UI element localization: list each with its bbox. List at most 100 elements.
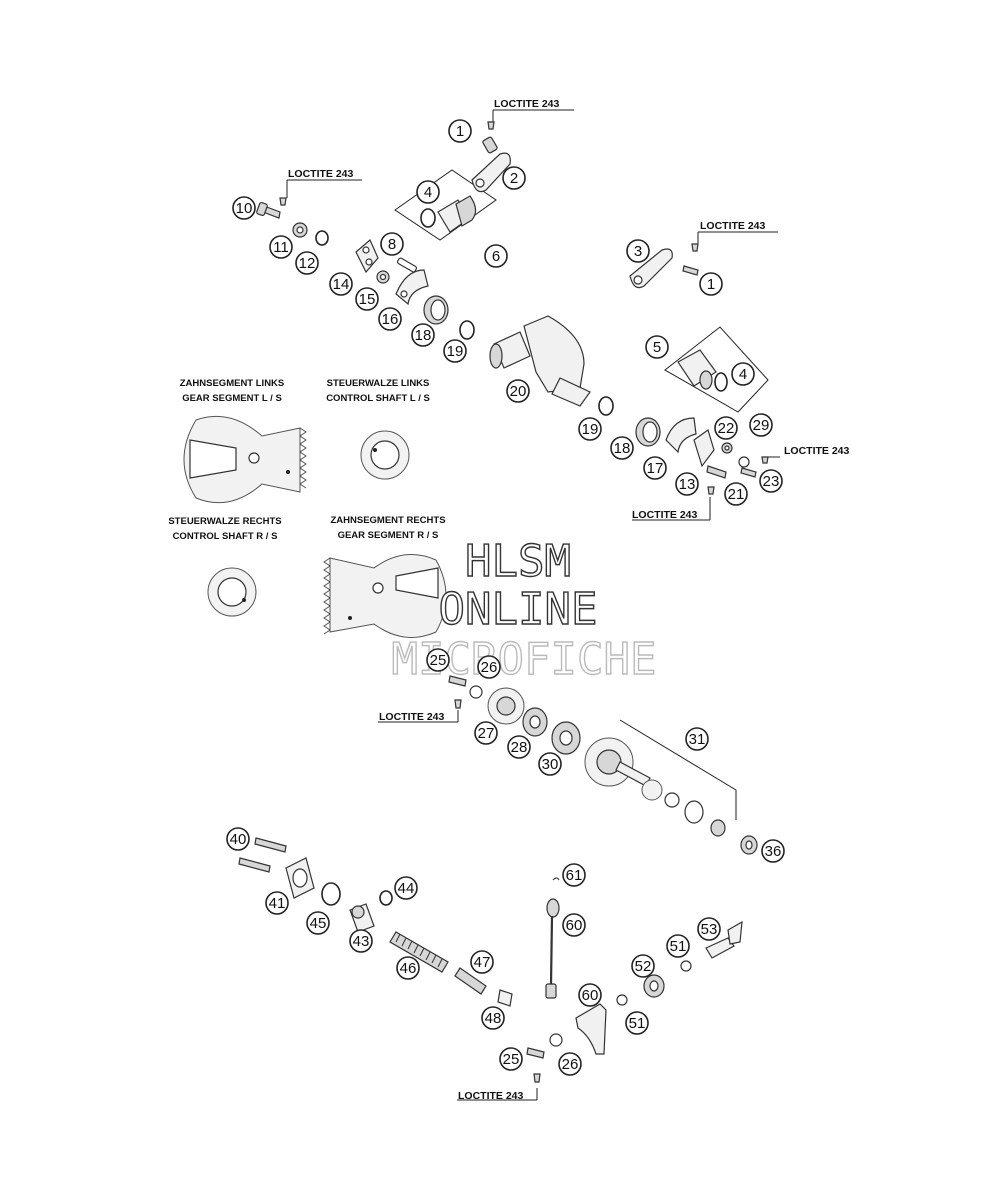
callout-60: 60: [578, 983, 602, 1007]
callout-label: 48: [485, 1010, 502, 1027]
callout-19: 19: [443, 339, 467, 363]
callout-label: 52: [635, 958, 652, 975]
callout-label: 36: [765, 843, 782, 860]
callout-51: 51: [666, 934, 690, 958]
callout-label: 1: [707, 276, 715, 293]
callout-label: 17: [647, 460, 664, 477]
callout-circle: [643, 456, 667, 480]
loctite-note-4: LOCTITE 243: [784, 445, 850, 457]
callout-label: 46: [400, 960, 417, 977]
callout-47: 47: [470, 950, 494, 974]
callout-circle: [685, 727, 709, 751]
callout-18: 18: [411, 323, 435, 347]
callout-15: 15: [355, 287, 379, 311]
callout-1: 1: [699, 272, 723, 296]
callout-circle: [562, 863, 586, 887]
callout-label: 2: [510, 170, 518, 187]
callout-circle: [538, 752, 562, 776]
callout-label: 5: [653, 339, 661, 356]
callout-label: 4: [739, 366, 747, 383]
callout-29: 29: [749, 413, 773, 437]
caption-control-shaft-left-en: CONTROL SHAFT L / S: [326, 393, 430, 404]
callout-circle: [610, 436, 634, 460]
callout-label: 30: [542, 756, 559, 773]
callout-label: 16: [382, 311, 399, 328]
lower-parts: [238, 837, 743, 1083]
callout-20: 20: [506, 379, 530, 403]
callout-label: 19: [582, 421, 599, 438]
callout-circle: [448, 119, 472, 143]
loctite-note-2: LOCTITE 243: [288, 168, 354, 180]
loctite-note-5: LOCTITE 243: [632, 509, 698, 521]
watermark-line-1: HLSM: [465, 536, 571, 587]
callout-26: 26: [477, 655, 501, 679]
callout-26: 26: [558, 1052, 582, 1076]
callout-61: 61: [562, 863, 586, 887]
callout-12: 12: [295, 251, 319, 275]
callout-1: 1: [448, 119, 472, 143]
callout-5: 5: [645, 335, 669, 359]
callout-circle: [396, 956, 420, 980]
callout-circle: [477, 655, 501, 679]
callout-circle: [578, 417, 602, 441]
callout-label: 11: [273, 239, 289, 256]
callout-label: 3: [634, 243, 642, 260]
callout-circle: [355, 287, 379, 311]
callout-circle: [578, 983, 602, 1007]
callout-label: 60: [582, 987, 599, 1004]
callout-circle: [411, 323, 435, 347]
callout-circle: [426, 648, 450, 672]
callout-label: 31: [689, 731, 706, 748]
caption-control-shaft-right-de: STEUERWALZE RECHTS: [168, 516, 281, 527]
callout-circle: [394, 876, 418, 900]
callout-11: 11: [269, 235, 293, 259]
callout-label: 26: [562, 1056, 579, 1073]
callout-label: 13: [679, 476, 696, 493]
loctite-note-1: LOCTITE 243: [494, 98, 560, 110]
callout-45: 45: [306, 911, 330, 935]
gear-segment-left-drawing: [183, 415, 307, 504]
callout-circle: [562, 913, 586, 937]
callout-circle: [295, 251, 319, 275]
callout-circle: [645, 335, 669, 359]
loctite-note-6: LOCTITE 243: [379, 711, 445, 723]
callout-circle: [378, 307, 402, 331]
callout-8: 8: [380, 232, 404, 256]
callout-label: 6: [492, 248, 500, 265]
callout-label: 12: [299, 255, 316, 272]
callout-label: 14: [333, 276, 350, 293]
callout-label: 61: [566, 867, 583, 884]
callout-label: 1: [456, 123, 464, 140]
callout-48: 48: [481, 1006, 505, 1030]
watermark-line-2: ONLINE: [439, 584, 598, 635]
callout-circle: [631, 954, 655, 978]
caption-gear-segment-right-de: ZAHNSEGMENT RECHTS: [330, 515, 445, 526]
callout-circle: [265, 891, 289, 915]
callout-21: 21: [724, 482, 748, 506]
callout-label: 27: [478, 725, 495, 742]
callout-circle: [306, 911, 330, 935]
callout-circle: [749, 413, 773, 437]
callout-label: 19: [447, 343, 464, 360]
callout-circle: [481, 1006, 505, 1030]
callout-43: 43: [349, 929, 373, 953]
callout-14: 14: [329, 272, 353, 296]
callout-label: 25: [430, 652, 447, 669]
callout-circle: [761, 839, 785, 863]
callout-circle: [558, 1052, 582, 1076]
callout-36: 36: [761, 839, 785, 863]
callout-label: 4: [424, 184, 432, 201]
callout-label: 41: [269, 895, 286, 912]
caption-gear-segment-left-en: GEAR SEGMENT L / S: [182, 393, 282, 404]
callout-circle: [626, 239, 650, 263]
gear-segment-right-drawing: [323, 554, 447, 638]
control-shaft-right-drawing: [207, 567, 257, 617]
loctite-note-7: LOCTITE 243: [458, 1090, 524, 1102]
callout-30: 30: [538, 752, 562, 776]
callout-label: 51: [629, 1015, 646, 1032]
callout-53: 53: [697, 917, 721, 941]
callout-18: 18: [610, 436, 634, 460]
callout-label: 45: [310, 915, 327, 932]
callout-label: 21: [728, 486, 745, 503]
